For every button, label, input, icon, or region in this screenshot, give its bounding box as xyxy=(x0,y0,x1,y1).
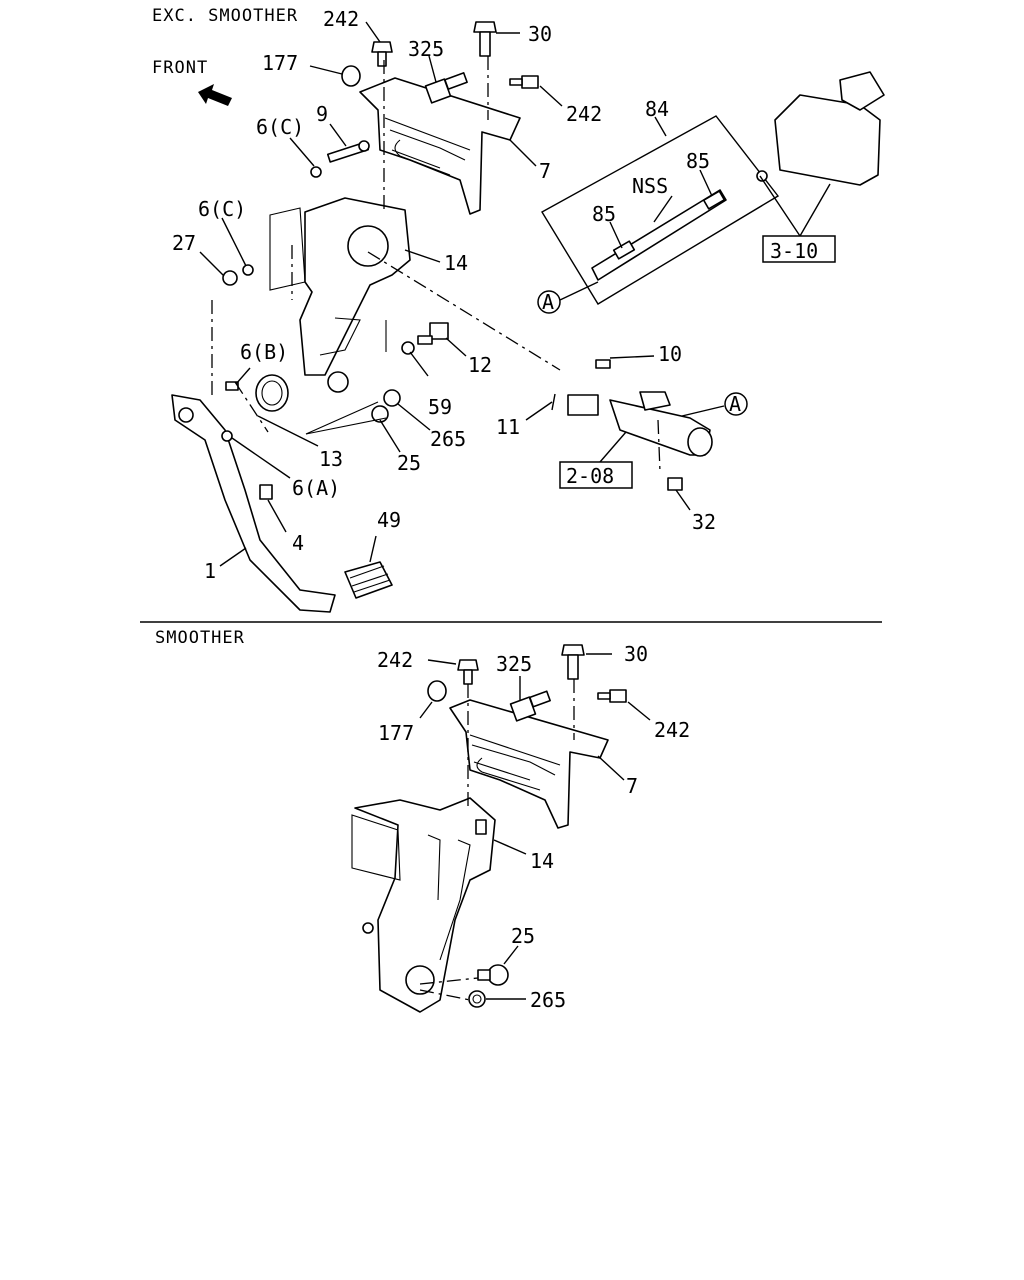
callout-265: 265 xyxy=(430,427,466,451)
callout-84: 84 xyxy=(645,97,669,121)
bolt-12 xyxy=(417,322,449,345)
pin-11 xyxy=(551,393,556,411)
callout-10: 10 xyxy=(658,342,682,366)
section-label-exc-smoother: EXC. SMOOTHER xyxy=(152,6,298,26)
pedal-bracket-14-smoother xyxy=(351,797,496,1013)
ref-marker-a-hose xyxy=(537,290,561,314)
callout-1: 1 xyxy=(204,559,216,583)
callout-14: 14 xyxy=(444,251,468,275)
master-cylinder-2-08 xyxy=(567,391,713,491)
callout-6b: 6(B) xyxy=(240,340,288,364)
ref-marker-a-cylinder xyxy=(724,392,748,416)
front-arrow-icon xyxy=(198,84,232,106)
callout-3-10: 3-10 xyxy=(770,239,818,263)
callout-25: 25 xyxy=(397,451,421,475)
bolt-242-smoother xyxy=(457,659,479,685)
callout-242-right-smoother: 242 xyxy=(654,718,690,742)
callout-nss: NSS xyxy=(632,174,668,198)
callout-7: 7 xyxy=(539,159,551,183)
callout-6a: 6(A) xyxy=(292,476,340,500)
clip-6c-upper xyxy=(310,166,322,178)
nut-59 xyxy=(401,341,415,355)
spring-13 xyxy=(255,374,289,412)
callout-30-smoother: 30 xyxy=(624,642,648,666)
bushing-25-smoother xyxy=(477,964,509,986)
nut-177 xyxy=(341,65,361,87)
callout-177-smoother: 177 xyxy=(378,721,414,745)
clip-6a xyxy=(221,430,233,442)
callout-9: 9 xyxy=(316,102,328,126)
ref-box-2-08 xyxy=(559,461,633,489)
clip-6c-lower xyxy=(242,264,254,276)
pedal-bracket-14 xyxy=(269,197,411,393)
upper-bracket-7 xyxy=(359,77,521,215)
front-label: FRONT xyxy=(152,58,208,78)
callout-4: 4 xyxy=(292,531,304,555)
ref-box-3-10 xyxy=(762,235,836,263)
callout-265-smoother: 265 xyxy=(530,988,566,1012)
callout-25-smoother: 25 xyxy=(511,924,535,948)
callout-32: 32 xyxy=(692,510,716,534)
callout-30: 30 xyxy=(528,22,552,46)
callout-242: 242 xyxy=(323,7,359,31)
bolt-30 xyxy=(473,21,497,57)
pedal-pad-49 xyxy=(344,561,393,599)
callout-49: 49 xyxy=(377,508,401,532)
callout-85-left: 85 xyxy=(592,202,616,226)
marker-a-cylinder-text: A xyxy=(729,392,741,416)
callout-14-smoother: 14 xyxy=(530,849,554,873)
nut-27 xyxy=(222,270,238,286)
callout-2-08: 2-08 xyxy=(566,464,614,488)
bolt-242 xyxy=(371,41,393,67)
callout-59: 59 xyxy=(428,395,452,419)
bolt-242-right-smoother xyxy=(597,689,627,703)
pin-9 xyxy=(326,140,370,163)
nut-177-smoother xyxy=(427,680,447,702)
bolt-325 xyxy=(424,72,468,104)
callout-11: 11 xyxy=(496,415,520,439)
callout-13: 13 xyxy=(319,447,343,471)
section-label-smoother: SMOOTHER xyxy=(155,628,245,648)
callout-177: 177 xyxy=(262,51,298,75)
callout-27: 27 xyxy=(172,231,196,255)
callout-325-smoother: 325 xyxy=(496,652,532,676)
callout-6c-lower: 6(C) xyxy=(198,197,246,221)
marker-a-hose-text: A xyxy=(542,290,554,314)
callout-242-smoother: 242 xyxy=(377,648,413,672)
callout-325: 325 xyxy=(408,37,444,61)
bushing-265-smoother xyxy=(468,990,486,1008)
bushing-265 xyxy=(383,389,401,407)
bolt-242-right xyxy=(509,75,539,89)
callout-242-right: 242 xyxy=(566,102,602,126)
bolt-325-smoother xyxy=(509,690,551,722)
reservoir-3-10 xyxy=(756,71,885,186)
bolt-30-smoother xyxy=(561,644,585,680)
callout-85-right: 85 xyxy=(686,149,710,173)
upper-bracket-7-smoother xyxy=(449,699,609,829)
bolt-10 xyxy=(595,359,611,369)
clutch-pedal-1 xyxy=(171,394,336,613)
hose-assembly-84 xyxy=(541,115,780,305)
switch-4 xyxy=(259,484,273,500)
callout-7-smoother: 7 xyxy=(626,774,638,798)
callout-12: 12 xyxy=(468,353,492,377)
callout-6c-upper: 6(C) xyxy=(256,115,304,139)
